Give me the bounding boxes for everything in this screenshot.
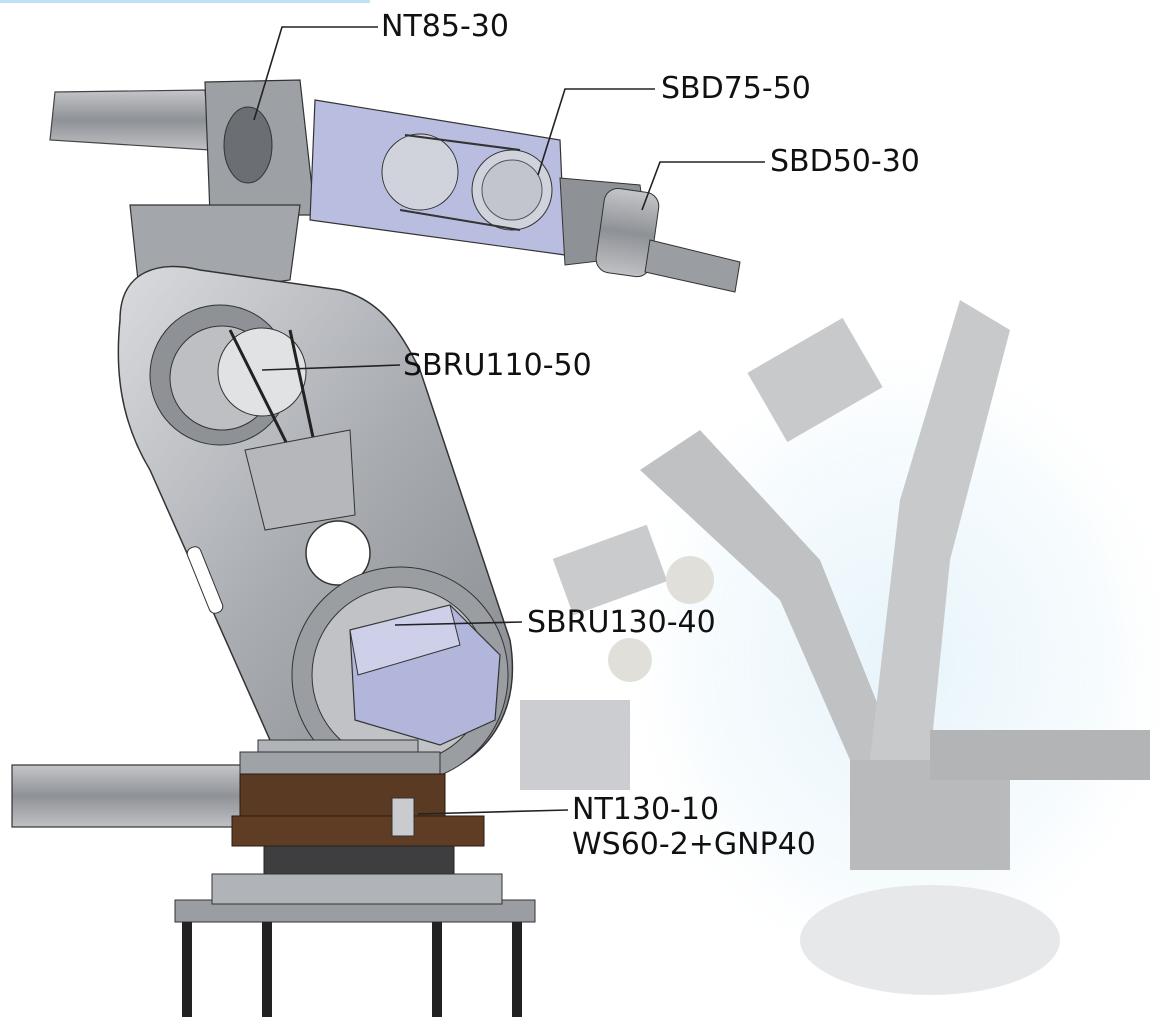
forearm-assembly xyxy=(49,79,741,293)
label-nt85-30: NT85-30 xyxy=(381,9,509,44)
leader-line-sbru130 xyxy=(394,621,523,626)
upper-arm-link xyxy=(117,204,514,791)
leader-line-nt85 xyxy=(253,26,378,121)
base-assembly xyxy=(11,739,536,1017)
leader-lines xyxy=(253,26,765,815)
label-sbd75-50: SBD75-50 xyxy=(661,71,811,106)
label-sbd50-30: SBD50-30 xyxy=(770,144,920,179)
label-sbru130-40: SBRU130-40 xyxy=(527,605,716,640)
leader-line-nt130 xyxy=(417,809,569,815)
leader-line-sbd75 xyxy=(537,88,655,176)
leader-line-sbru110 xyxy=(261,364,401,371)
leader-line-sbd50 xyxy=(641,161,765,211)
label-sbru110-50: SBRU110-50 xyxy=(403,348,592,383)
background-robot-photo xyxy=(520,300,1162,995)
top-accent-bar xyxy=(0,0,370,3)
label-ws60-2-gnp40: WS60-2+GNP40 xyxy=(572,827,816,862)
label-nt130-10: NT130-10 xyxy=(572,792,720,827)
